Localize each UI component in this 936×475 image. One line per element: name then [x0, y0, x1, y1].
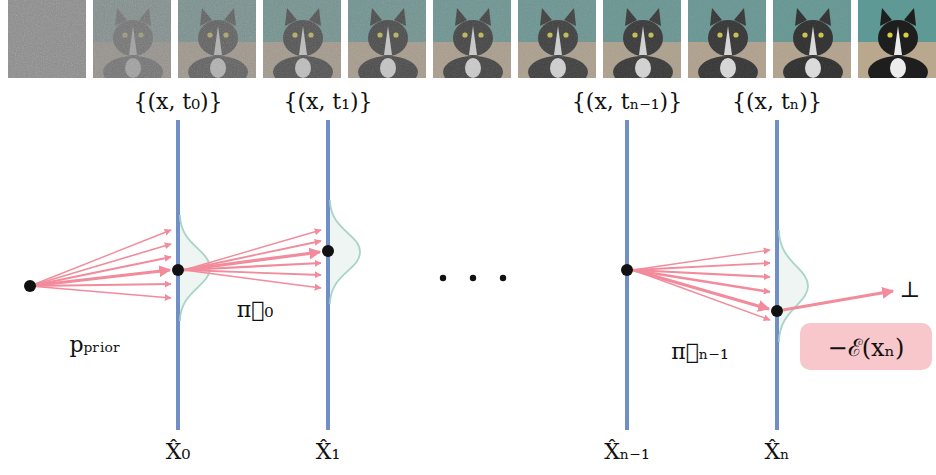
- time-slice-label: {(x, tₙ)}: [732, 89, 822, 114]
- policy-label: π⃗₀: [237, 297, 273, 322]
- transition-arrows: [30, 230, 893, 320]
- time-slice-lines: [178, 120, 777, 430]
- policy-label: π⃗ₙ₋₁: [671, 339, 729, 364]
- variable-label: X̂₀: [166, 439, 190, 464]
- variable-label: X̂₁: [316, 439, 340, 464]
- energy-text: −ℰ(xₙ): [828, 330, 905, 363]
- variable-label: X̂ₙ: [764, 439, 789, 464]
- sample-dots: [24, 245, 783, 317]
- time-slice-label: {(x, t₁)}: [283, 89, 372, 114]
- variable-label: X̂ₙ₋₁: [604, 439, 650, 464]
- energy-box: −ℰ(xₙ): [800, 323, 932, 370]
- time-slice-label: {(x, tₙ₋₁)}: [572, 89, 682, 114]
- image-strip: [8, 0, 936, 88]
- prior-label: pₚᵣᵢₒᵣ: [69, 332, 120, 357]
- terminal-symbol: ⊥: [900, 277, 921, 302]
- time-slice-label: {(x, t₀)}: [133, 89, 222, 114]
- density-curves: [180, 200, 808, 342]
